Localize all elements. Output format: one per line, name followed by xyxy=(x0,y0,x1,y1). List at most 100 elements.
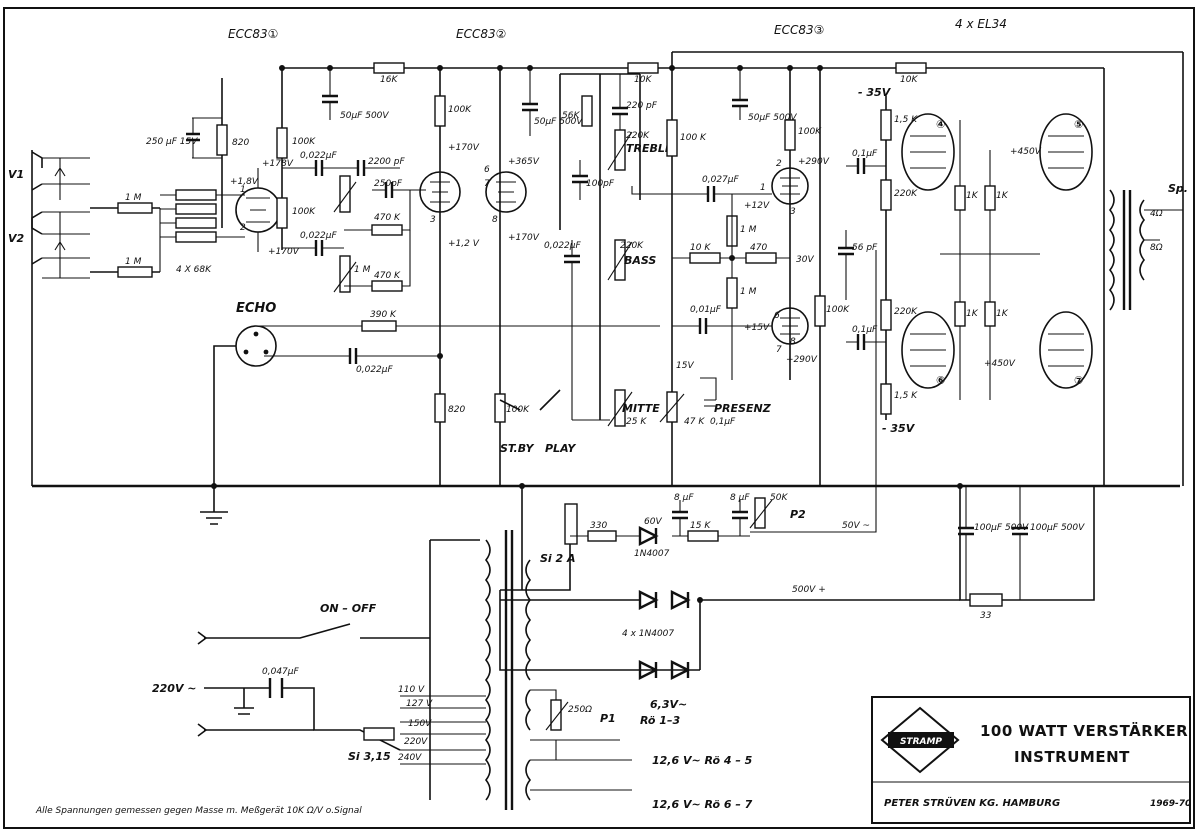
label-0047: 0,047µF xyxy=(262,667,299,677)
resistor-820-a xyxy=(216,124,228,156)
drawing-border xyxy=(3,7,1195,829)
resistor-16k xyxy=(373,62,405,74)
label-sp: Sp. xyxy=(1168,182,1188,195)
resistor-33 xyxy=(969,593,1003,607)
tube-num-5: ⑤ xyxy=(1074,118,1083,131)
label-c250u: 250 µF 15V xyxy=(146,137,198,147)
input-jacks: V1 V2 xyxy=(8,151,160,279)
fuse-2a xyxy=(564,503,578,545)
label-35v-b: - 35V xyxy=(882,422,916,435)
label-0022-echo: 0,022µF xyxy=(356,365,393,375)
tube-num-6: ⑥ xyxy=(936,374,945,387)
tube-el34-4 xyxy=(901,113,955,191)
label-treble: TREBLE xyxy=(626,142,673,155)
pot-volume-2 xyxy=(339,255,351,293)
label-12v-b: +12V xyxy=(744,201,770,211)
label-mitte: MITTE xyxy=(622,402,660,415)
pin-t3-1: 7 xyxy=(776,345,782,355)
label-mains: 220V ~ xyxy=(152,682,197,695)
tube-el34-5 xyxy=(1039,113,1093,191)
label-18v: +1,8V xyxy=(230,177,259,187)
label-8u-b: 8 µF xyxy=(730,493,750,503)
label-1k-a: 1K xyxy=(966,191,979,201)
label-100u-a: 100µF 500V xyxy=(974,523,1029,533)
resistor-1m-a xyxy=(117,202,153,214)
header-ecc83-2: ECC83② xyxy=(456,27,506,41)
pin-t3-6: 2 xyxy=(776,159,782,169)
tube-ecc83-2b xyxy=(485,171,527,213)
pot-50k xyxy=(754,497,766,529)
pin-t3-8: 3 xyxy=(790,207,796,217)
header-ecc83-3: ECC83③ xyxy=(774,23,824,37)
label-50u-b: 50µF 500V xyxy=(534,117,583,127)
resistor-15k-b xyxy=(880,383,892,415)
label-290v-b: +290V xyxy=(786,355,818,365)
title-maker: PETER STRÜVEN KG. HAMBURG xyxy=(884,795,1060,809)
resistor-100k-d xyxy=(666,119,678,157)
title-block xyxy=(871,696,1191,824)
resistor-390k xyxy=(361,320,397,332)
label-4x68k: 4 X 68K xyxy=(176,265,212,275)
label-1k-b: 1K xyxy=(996,191,1009,201)
label-220v-t: 220V xyxy=(404,737,428,747)
pin-t3-3: 8 xyxy=(790,337,796,347)
label-820-b: 820 xyxy=(448,405,465,415)
label-1n4007: 1N4007 xyxy=(634,549,670,559)
label-35v-a: - 35V xyxy=(858,86,892,99)
pin-t1-7: 2 xyxy=(240,223,246,233)
label-1k-c: 1K xyxy=(966,309,979,319)
pot-volume-1 xyxy=(339,175,351,213)
label-178v: +178V xyxy=(262,159,294,169)
label-220k: 220K xyxy=(626,131,650,141)
label-0022-c: 0,022µF xyxy=(544,241,581,251)
label-echo: ECHO xyxy=(236,301,276,316)
label-100k-g: 100K xyxy=(506,405,530,415)
label-470k-b: 470 K xyxy=(374,271,401,281)
label-220p: 220 pF xyxy=(626,101,658,111)
label-110v: 110 V xyxy=(398,685,425,695)
resistor-470 xyxy=(745,252,777,264)
label-10k-b: 10K xyxy=(900,75,918,85)
resistor-10k-b xyxy=(895,62,927,74)
label-50u-c: 50µF 500V xyxy=(748,113,797,123)
label-12v-a: +1,2 V xyxy=(448,239,480,249)
label-126a: 12,6 V~ Rö 4 – 5 xyxy=(652,754,753,767)
resistor-100k-b xyxy=(276,197,288,229)
label-001: 0,01µF xyxy=(690,305,722,315)
label-60v: 60V xyxy=(644,517,662,527)
pin-t3-2: 6 xyxy=(774,311,780,321)
label-220k-bass: 220K xyxy=(620,241,644,251)
label-8u-a: 8 µF xyxy=(674,493,694,503)
label-450v-a: +450V xyxy=(1010,147,1042,157)
pot-250ohm xyxy=(550,699,562,731)
label-100k-e: 100K xyxy=(798,127,822,137)
label-500v: 500V + xyxy=(792,585,826,595)
resistor-1m-d xyxy=(726,277,738,309)
resistor-block-4x68k xyxy=(159,189,245,272)
resistor-56k xyxy=(581,95,593,127)
pin-t1-2: 1 xyxy=(240,185,246,195)
label-50k: 50K xyxy=(770,493,788,503)
junction-dots xyxy=(211,65,963,603)
tube-el34-7 xyxy=(1039,311,1093,389)
label-470k-a: 470 K xyxy=(374,213,401,223)
input-v2-label: V2 xyxy=(8,232,25,245)
pin-t2-8: 8 xyxy=(492,215,498,225)
header-el34: 4 x EL34 xyxy=(955,17,1007,31)
resistor-100k-e xyxy=(784,119,796,151)
pin-t2-6: 6 xyxy=(484,165,490,175)
label-390k: 390 K xyxy=(370,310,397,320)
label-bass: BASS xyxy=(624,254,656,267)
echo-jack xyxy=(235,325,277,367)
label-1m-c: 1 M xyxy=(740,225,757,235)
label-170v-c: +170V xyxy=(508,233,540,243)
label-290v-a: +290V xyxy=(798,157,830,167)
label-126b: 12,6 V~ Rö 6 – 7 xyxy=(652,798,753,811)
resistor-1k-a xyxy=(954,185,966,211)
label-100u-b: 100µF 500V xyxy=(1030,523,1085,533)
resistor-220k-b xyxy=(880,299,892,331)
resistor-1k-d xyxy=(984,301,996,327)
label-365v: +365V xyxy=(508,157,540,167)
rails xyxy=(31,51,1184,488)
